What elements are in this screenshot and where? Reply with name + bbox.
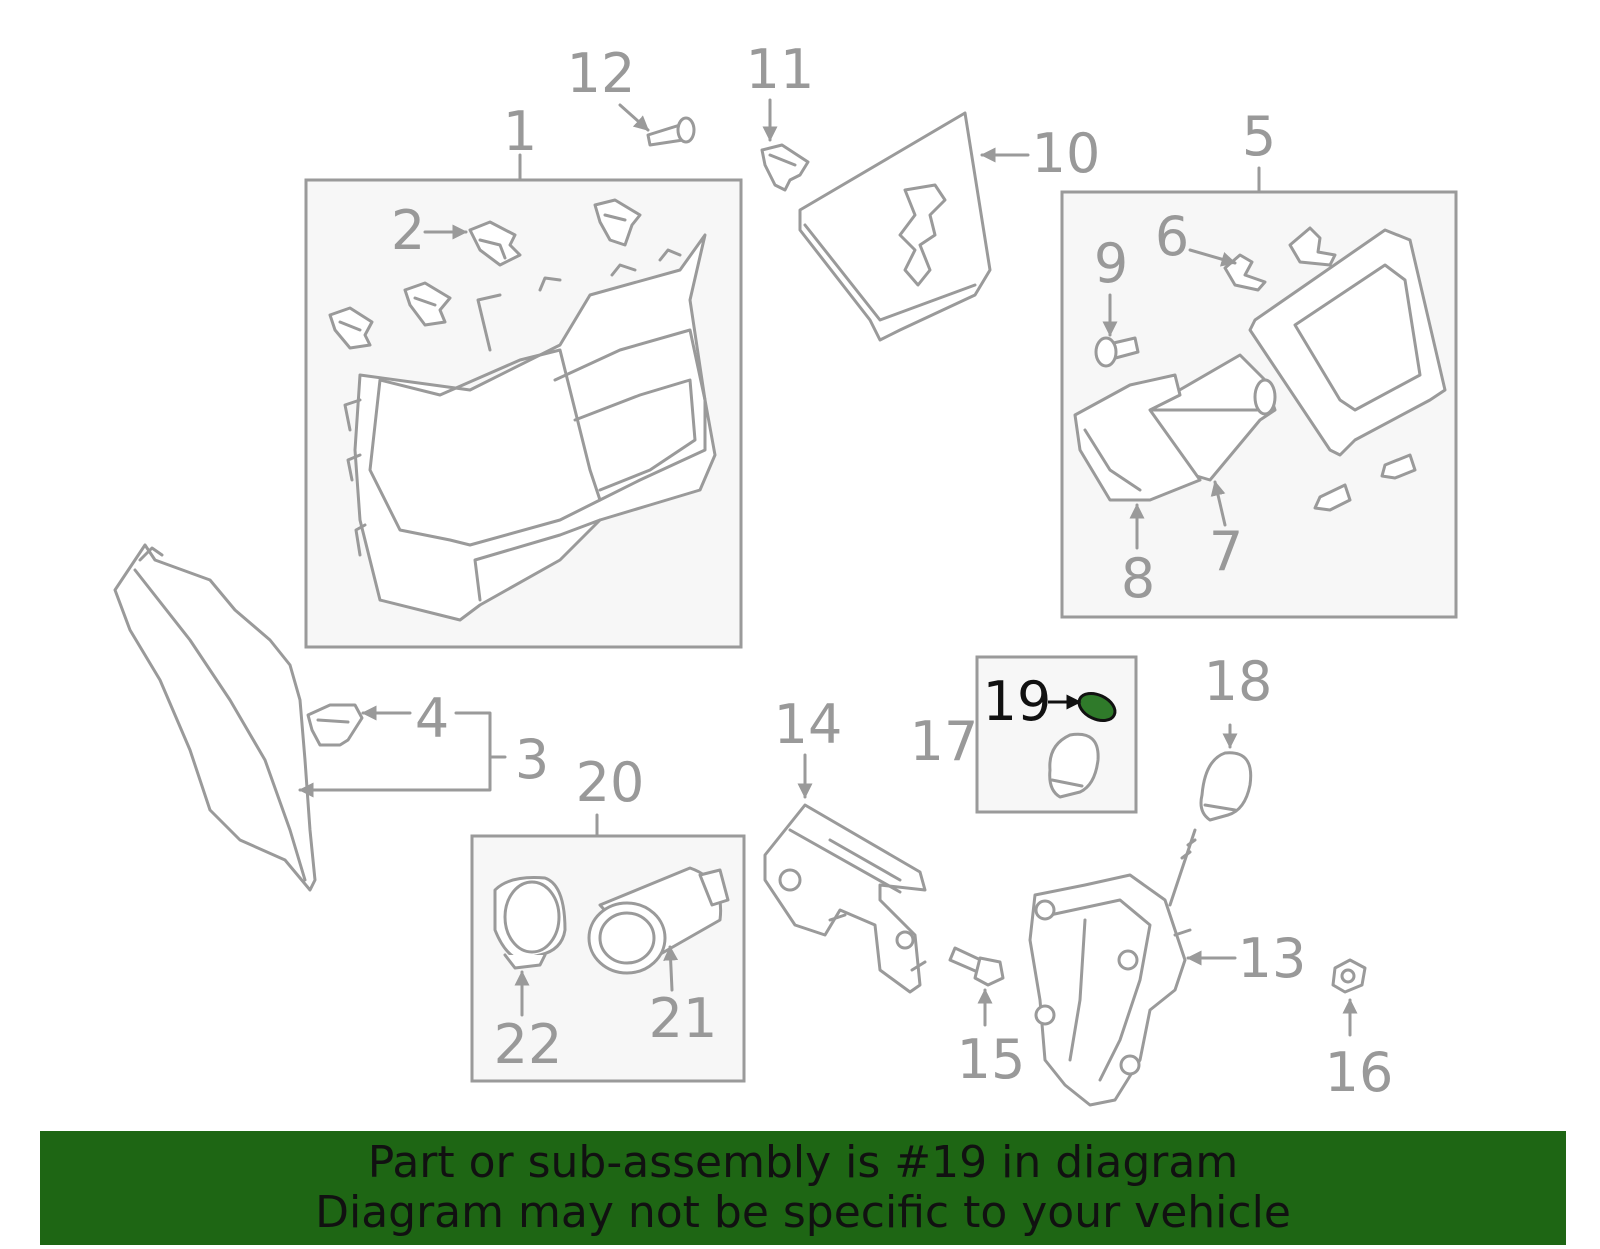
callout-20: 20: [576, 751, 645, 814]
clip-11: [760, 98, 810, 192]
assembly-1-group: [304, 153, 743, 649]
callout-7: 7: [1209, 520, 1243, 583]
clip-2-d: [328, 306, 374, 350]
shifter-base-13: [1028, 873, 1187, 1107]
clip-6-d: [1380, 453, 1417, 480]
banner-line-2: Diagram may not be specific to your vehi…: [315, 1187, 1291, 1238]
callout-21: 21: [649, 987, 718, 1050]
info-banner: Part or sub-assembly is #19 in diagram D…: [40, 1131, 1566, 1245]
callout-18: 18: [1204, 650, 1273, 713]
clip-2-b: [593, 198, 642, 247]
banner-line-1: Part or sub-assembly is #19 in diagram: [367, 1137, 1239, 1188]
callout-16: 16: [1325, 1041, 1394, 1104]
clip-6-c: [1313, 483, 1352, 512]
clip-4: [306, 703, 364, 747]
callout-9: 9: [1094, 232, 1128, 295]
callout-10: 10: [1032, 122, 1101, 185]
bolt-15: [948, 946, 1005, 1027]
bracket-14: [763, 753, 927, 994]
callout-12: 12: [567, 42, 636, 105]
callout-2: 2: [391, 199, 425, 262]
side-trim-panel: [113, 543, 317, 892]
callout-5: 5: [1242, 105, 1276, 168]
callout-14: 14: [774, 693, 843, 756]
side-trim-group: [113, 543, 507, 892]
callout-15: 15: [957, 1028, 1026, 1091]
screw-9: [1094, 293, 1140, 368]
callout-3: 3: [515, 728, 549, 791]
clip-2-c: [403, 281, 452, 327]
assembly-17-group: [975, 655, 1138, 814]
callout-19[interactable]: 19: [983, 670, 1052, 733]
screw-12: [618, 103, 696, 147]
outlet-cap-22: [493, 876, 567, 1017]
nut-16: [1331, 958, 1367, 1037]
callout-11: 11: [746, 38, 815, 101]
clip-6-b: [1288, 226, 1337, 267]
callout-4: 4: [415, 687, 449, 750]
power-socket-21: [587, 866, 730, 992]
callout-22: 22: [494, 1013, 563, 1076]
shift-bezel-10: [798, 111, 1030, 342]
console-side-panel: [353, 233, 717, 622]
callout-6: 6: [1155, 205, 1189, 268]
callout-13: 13: [1238, 927, 1307, 990]
callout-8: 8: [1121, 547, 1155, 610]
assembly-5-group: [1060, 166, 1458, 619]
clip-2-a: [468, 220, 522, 267]
callout-17: 17: [910, 710, 979, 773]
assembly-20-group: [470, 813, 746, 1083]
shift-knob-18: [1199, 751, 1253, 822]
shifter-assembly: [1028, 723, 1253, 1107]
callout-1: 1: [503, 100, 537, 163]
